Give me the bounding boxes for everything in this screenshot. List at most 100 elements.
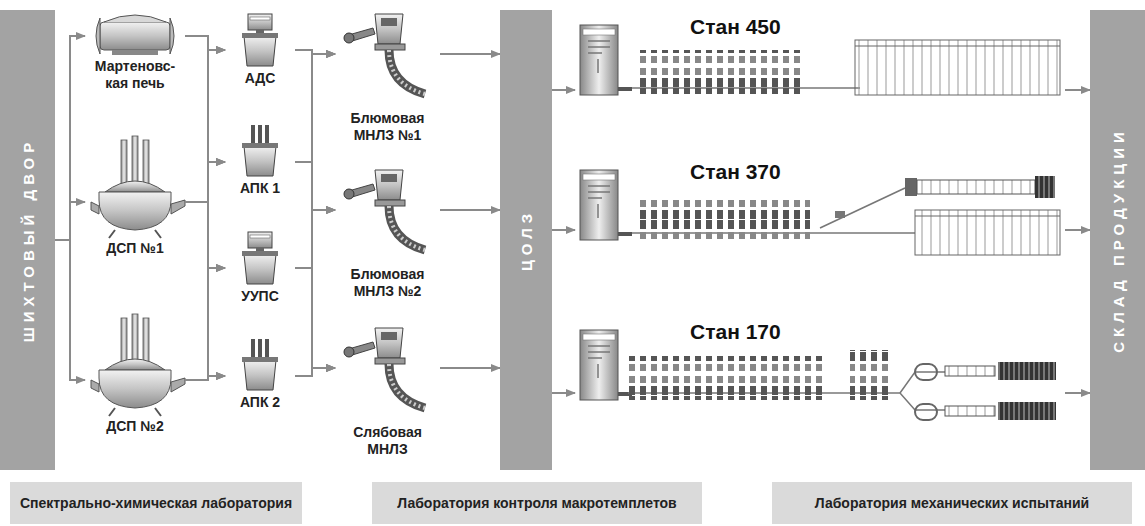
flow-arrow (185, 162, 225, 380)
flow-arrow (440, 53, 500, 55)
yard-band: ШИХТОВЫЙ ДВОР (0, 10, 55, 470)
bloom-caster-2 (344, 170, 425, 250)
caster-node: Блюмовая МНЛЗ №1 (335, 14, 440, 144)
flow-arrow (185, 36, 225, 162)
mill-170-part (945, 406, 995, 416)
ads-unit-part (248, 14, 272, 35)
node-label: Стан 370 (690, 160, 781, 184)
arc-furnace-2 (91, 314, 185, 416)
flow-arrow (1065, 392, 1090, 394)
caster-node: Блюмовая МНЛЗ №2 (335, 170, 440, 300)
mill-370 (580, 170, 1060, 255)
flow-arrow (1065, 229, 1090, 231)
mill-450-part (640, 50, 805, 94)
mill-170-part (915, 404, 937, 420)
flow-arrow (185, 268, 225, 380)
ladle-furnace-2-part (242, 357, 278, 390)
uups-unit (242, 232, 278, 284)
mill-170-part (998, 402, 1056, 420)
node-label: Блюмовая МНЛЗ №1 (335, 110, 440, 144)
mill-450-part (580, 25, 632, 95)
mill-370-part (917, 180, 1035, 194)
flow-arrow (295, 268, 335, 368)
ads-unit-part (242, 33, 278, 66)
lab-label: Лаборатория контроля макротемплетов (397, 495, 676, 511)
lab-band: Спектрально-химическая лаборатория (10, 482, 302, 524)
node-label: АДС (225, 70, 295, 87)
node-label: Мартеновс- кая печь (85, 58, 185, 92)
ladle-furnace-1-part (242, 143, 278, 176)
ladle-furnace-1 (242, 125, 278, 176)
mill-370-part (640, 196, 810, 240)
flow-arrow (185, 162, 225, 202)
open-hearth-furnace-part (96, 18, 174, 54)
flow-arrow (185, 202, 225, 268)
flow-arrow (55, 202, 85, 240)
flow-arrow (185, 36, 225, 376)
flow-arrow (55, 36, 85, 240)
flow-arrow (295, 368, 335, 376)
uups-unit-part (242, 251, 278, 284)
caster-node: Слябовая МНЛЗ (335, 328, 440, 458)
inspection-band: ЦОЛЗ (500, 10, 552, 470)
node-label: Блюмовая МНЛЗ №2 (335, 266, 440, 300)
ladle-node: УУПС (225, 232, 295, 305)
uups-unit-part (248, 232, 272, 253)
flow-arrow (185, 50, 225, 202)
node-label: ДСП №1 (85, 240, 185, 257)
mill-node: Стан 450 (575, 15, 1065, 130)
ladle-furnace-2 (242, 339, 278, 390)
warehouse-band: СКЛАД ПРОДУКЦИИ (1090, 10, 1145, 470)
flow-arrow (185, 36, 225, 50)
mill-370-part (915, 210, 1060, 255)
flow-arrow (295, 162, 335, 210)
node-label: Стан 450 (690, 15, 781, 39)
flow-arrow (185, 202, 225, 376)
mill-170-part (580, 330, 632, 400)
flow-arrow (295, 54, 335, 162)
open-hearth-furnace-part (104, 15, 166, 22)
node-label: Слябовая МНЛЗ (335, 424, 440, 458)
flow-arrow (295, 50, 335, 210)
furnace-node: ДСП №2 (85, 318, 185, 435)
node-label: АПК 2 (225, 394, 295, 411)
lab-band: Лаборатория контроля макротемплетов (372, 482, 702, 524)
mill-370-part (580, 170, 632, 240)
slab-caster (344, 328, 425, 408)
node-label: Стан 170 (690, 320, 781, 344)
node-label: УУПС (225, 288, 295, 305)
ladle-node: АДС (225, 14, 295, 87)
flow-arrow (295, 54, 335, 376)
mill-370-part (915, 216, 1060, 217)
ads-unit (242, 14, 278, 66)
mill-170-part (998, 362, 1056, 380)
ladle-node: АПК 1 (225, 124, 295, 197)
lab-band: Лаборатория механических испытаний (772, 482, 1132, 524)
open-hearth-furnace (96, 15, 174, 55)
mill-node: Стан 370 (575, 160, 1065, 275)
flow-arrow (185, 376, 225, 380)
flow-arrow (295, 210, 335, 376)
mill-450 (580, 25, 1060, 95)
arc-furnace-1 (91, 136, 185, 238)
flow-arrow (552, 392, 575, 394)
mill-370-part (905, 178, 917, 196)
lab-label: Лаборатория механических испытаний (815, 495, 1089, 511)
furnace-node: ДСП №1 (85, 140, 185, 257)
bloom-caster-1 (344, 14, 425, 94)
flow-arrow (440, 367, 500, 369)
flow-arrow (185, 36, 225, 268)
mill-170-part (915, 364, 937, 380)
band-label: ШИХТОВЫЙ ДВОР (19, 138, 36, 343)
mill-170-part (628, 356, 826, 400)
mill-170 (580, 330, 1056, 420)
mill-370-part (1035, 176, 1055, 198)
mill-170-part (850, 350, 890, 400)
flow-arrow (440, 209, 500, 211)
furnace-node: Мартеновс- кая печь (85, 14, 185, 92)
flow-arrow (295, 54, 335, 268)
